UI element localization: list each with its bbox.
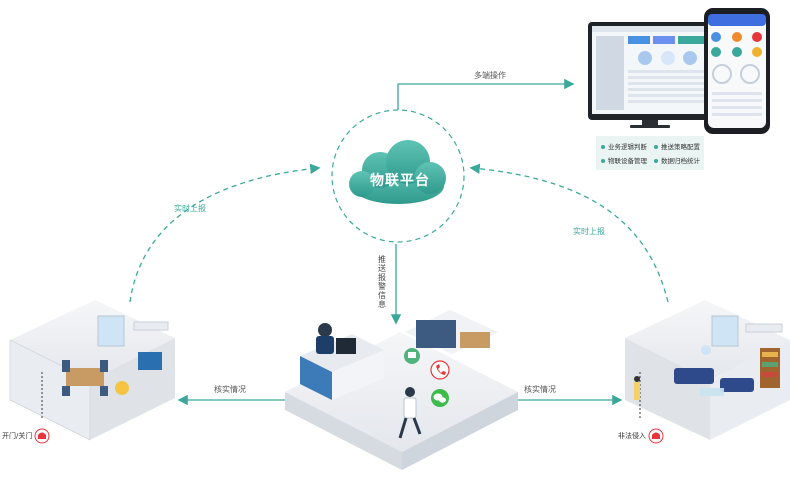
left-alarm-icon [34,428,50,444]
left-room-illustration [9,300,175,441]
bullet-dot-icon [654,145,658,149]
message-icon [404,348,420,364]
push-alarm-label: 推送报警信息 [378,255,386,309]
platform-name: 物联平台 [370,173,430,189]
verify-right-label: 核实情况 [524,385,556,394]
right-room-illustration [625,300,790,440]
bullet-dot-icon [601,145,605,149]
report-right-label: 实时上报 [573,227,605,236]
feature-item: 物联设备管理 [601,155,647,165]
phone-call-icon [430,360,450,380]
wechat-icon [431,389,449,407]
control-room-illustration [285,310,518,470]
feature-item: 业务逻辑判断 [601,141,647,151]
report-arc-right [469,163,669,303]
feature-item: 推送策略配置 [654,141,700,151]
verify-left-label: 核实情况 [214,385,246,394]
multi-terminal-label: 多端操作 [474,71,506,80]
report-arc-left [129,163,321,303]
bullet-dot-icon [601,159,605,163]
phone-illustration [704,8,770,134]
right-alarm-label: 非法侵入 [618,432,646,440]
left-alarm-label: 开门/关门 [2,432,33,440]
feature-item: 数据归档统计 [654,155,700,165]
right-alarm-icon [648,428,664,444]
feature-panel: 业务逻辑判断 推送策略配置 物联设备管理 数据归档统计 [596,136,704,170]
monitor-illustration [588,22,712,128]
bullet-dot-icon [654,159,658,163]
report-left-label: 实时上报 [174,204,206,213]
multi-terminal-arrow [397,78,575,110]
cloud-icon [349,140,446,204]
